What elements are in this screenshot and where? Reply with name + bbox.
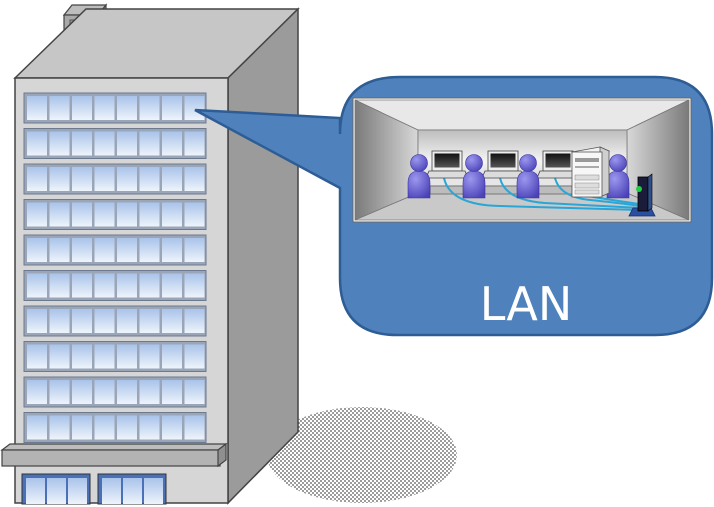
window-row <box>23 341 207 372</box>
laptop-icon <box>536 150 580 179</box>
building-side <box>227 7 299 505</box>
lan-label: LAN <box>480 277 573 331</box>
laptop-icon <box>481 150 525 179</box>
window-row <box>23 376 207 408</box>
office-room <box>352 97 692 223</box>
router-led <box>636 186 642 192</box>
person-icon <box>606 154 630 199</box>
office-building <box>0 3 300 505</box>
person-icon <box>407 154 431 199</box>
person-icon <box>462 154 486 199</box>
window-row <box>23 270 207 301</box>
building-shadow <box>267 407 457 503</box>
people <box>407 154 630 199</box>
router-icon <box>628 173 656 217</box>
window-row <box>23 412 207 443</box>
printer-icon <box>570 146 611 198</box>
window-row <box>23 128 207 159</box>
window-row <box>23 234 207 266</box>
window-row <box>23 163 207 195</box>
entrance-ledge <box>0 442 228 468</box>
entrance-doors <box>21 473 167 505</box>
window-row <box>23 92 207 124</box>
window-grid <box>23 92 207 443</box>
laptop-icon <box>425 150 469 179</box>
person-icon <box>516 154 540 199</box>
window-row <box>23 199 207 230</box>
window-row <box>23 305 207 337</box>
computers <box>425 150 580 179</box>
